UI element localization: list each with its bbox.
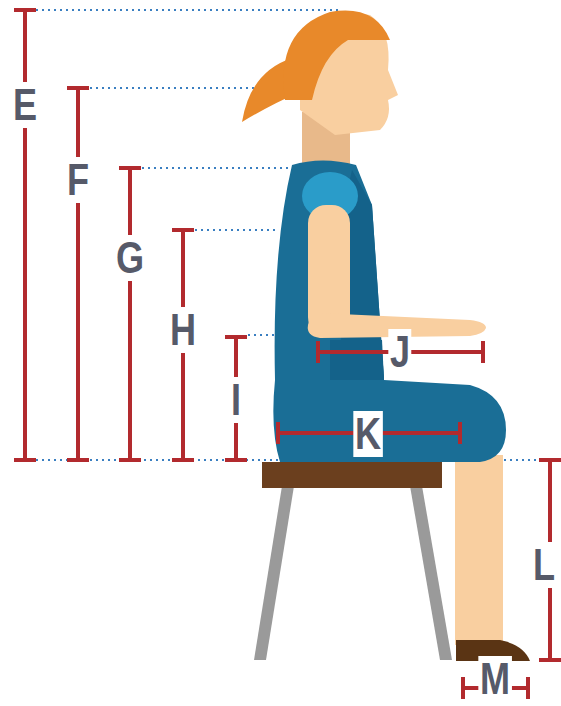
dimension-letter: E bbox=[11, 82, 38, 128]
woman-figure bbox=[242, 11, 530, 661]
dimension-lines bbox=[14, 10, 561, 699]
dimension-letter: G bbox=[114, 235, 145, 281]
dimension-letter: J bbox=[388, 329, 411, 375]
dimension-letter: H bbox=[168, 307, 197, 353]
dimension-letter: K bbox=[353, 411, 382, 457]
dimension-letter: I bbox=[229, 377, 242, 423]
stool bbox=[254, 462, 452, 660]
dimension-letter: L bbox=[532, 542, 557, 588]
dimension-letter: F bbox=[65, 157, 90, 203]
dimension-letter: M bbox=[478, 656, 511, 702]
